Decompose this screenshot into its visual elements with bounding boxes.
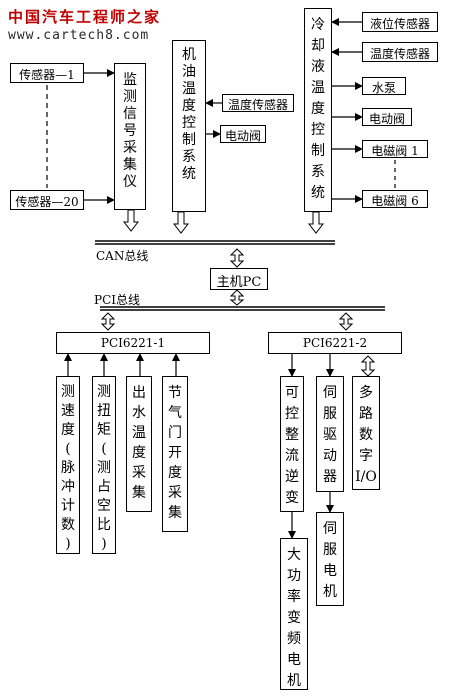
can-bus-label: CAN总线 [96,249,149,263]
monitor-acquisition-box: 监 测 信 号 采 集 仪 [114,63,146,210]
rectifier-inverter-box: 可 控 整 流 逆 变 [280,376,304,512]
sensor-1-box: 传感器—1 [10,63,84,83]
outlet-temp-label: 出 水 温 度 采 集 [132,385,146,501]
outlet-temp-box: 出 水 温 度 采 集 [126,376,152,512]
speed-measure-box: 测 速 度 ( 脉 冲 计 数 ) [56,376,80,554]
sensor-1-label: 传感器—1 [19,68,75,82]
oil-temp-sensor-box: 温度传感器 [222,94,294,112]
rectifier-inverter-label: 可 控 整 流 逆 变 [285,385,299,506]
servo-motor-label: 伺 服 电 机 [323,521,337,600]
oil-valve-box: 电动阀 [220,125,266,143]
watermark-url: www.cartech8.com [8,28,150,43]
pci6221-2-box: PCI6221-2 [268,332,402,354]
sensor-20-label: 传感器—20 [15,195,79,209]
servo-driver-box: 伺 服 驱 动 器 [316,376,344,492]
pci6221-2-label: PCI6221-2 [302,336,368,350]
coolant-temp-sensor-box: 温度传感器 [362,42,438,62]
host-pc-box: 主机PC [210,268,268,290]
coolant-valve-box: 电动阀 [362,108,412,126]
pci6221-1-box: PCI6221-1 [56,332,210,354]
digital-io-box: 多 路 数 字 I/O [352,376,380,490]
coolant-temp-sensor-label: 温度传感器 [369,47,430,61]
sensor-20-box: 传感器—20 [10,190,84,210]
level-sensor-box: 液位传感器 [362,12,438,32]
throttle-opening-label: 节 气 门 开 度 采 集 [168,385,182,521]
solenoid-valve-6-box: 电磁阀 6 [362,190,428,208]
throttle-opening-box: 节 气 门 开 度 采 集 [162,376,188,532]
coolant-temp-control-label: 冷 却 液 温 度 控 制 系 统 [311,17,325,201]
solenoid-valve-1-label: 电磁阀 1 [371,144,419,158]
water-pump-box: 水泵 [362,77,406,95]
torque-measure-box: 测 扭 矩 ( 测 占 空 比 ) [92,376,116,554]
pci-bus-label: PCI总线 [94,293,140,307]
coolant-valve-label: 电动阀 [368,112,405,126]
variable-frequency-motor-label: 大 功 率 变 频 电 机 [287,547,301,689]
servo-motor-box: 伺 服 电 机 [316,512,344,606]
oil-valve-label: 电动阀 [224,129,261,143]
servo-driver-label: 伺 服 驱 动 器 [323,385,337,485]
solenoid-valve-6-label: 电磁阀 6 [371,194,419,208]
oil-temp-control-box: 机 油 温 度 控 制 系 统 [172,40,206,212]
torque-measure-label: 测 扭 矩 ( 测 占 空 比 ) [97,384,111,552]
solenoid-valve-1-box: 电磁阀 1 [362,140,428,158]
oil-temp-sensor-label: 温度传感器 [227,98,288,112]
digital-io-label: 多 路 数 字 I/O [355,385,377,485]
pci6221-1-label: PCI6221-1 [100,336,166,350]
speed-measure-label: 测 速 度 ( 脉 冲 计 数 ) [61,384,75,552]
level-sensor-label: 液位传感器 [369,17,430,31]
monitor-acquisition-label: 监 测 信 号 采 集 仪 [123,72,137,190]
variable-frequency-motor-box: 大 功 率 变 频 电 机 [280,538,308,690]
water-pump-label: 水泵 [371,81,396,95]
oil-temp-control-label: 机 油 温 度 控 制 系 统 [182,47,196,182]
watermark-title: 中国汽车工程师之家 [8,8,162,26]
host-pc-label: 主机PC [216,275,262,290]
coolant-temp-control-box: 冷 却 液 温 度 控 制 系 统 [304,8,332,212]
